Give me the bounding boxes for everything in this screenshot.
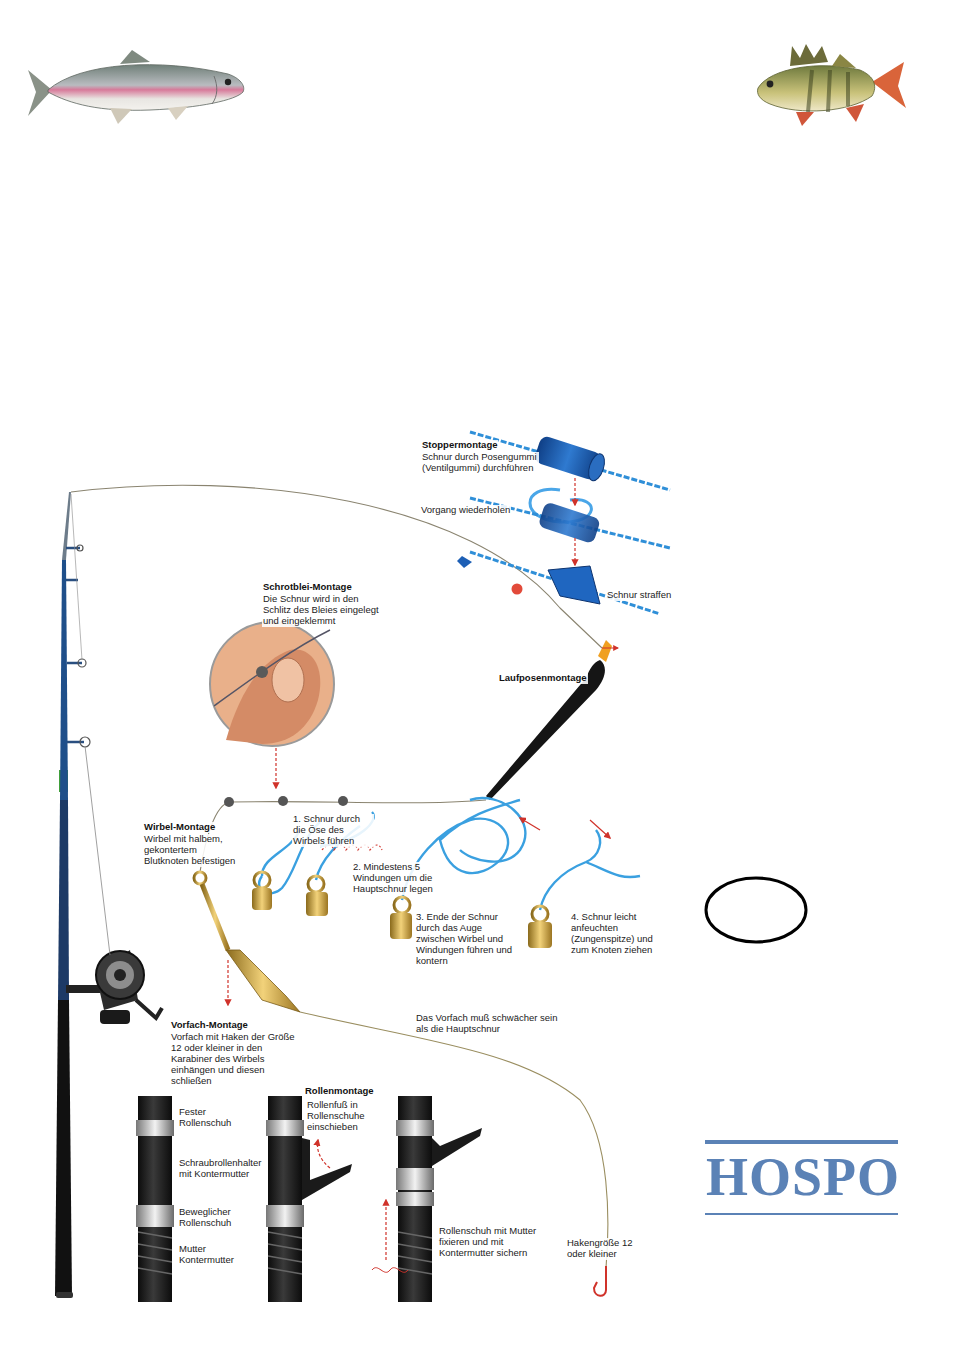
note: Die Schnur wird in den Schlitz des Bleie…	[262, 594, 386, 627]
heading: Schrotblei-Montage	[262, 582, 353, 593]
part-label: Mutter Kontermutter	[178, 1244, 240, 1266]
part-label: Fester Rollenschuh	[178, 1107, 250, 1129]
step-label: 2. Mindestens 5 Windungen um die Hauptsc…	[352, 862, 436, 895]
logo-text: HOSPO	[705, 1150, 901, 1204]
empty-ellipse	[706, 878, 806, 942]
heading: Wirbel-Montage	[143, 822, 216, 833]
part-label: Beweglicher Rollenschuh	[178, 1207, 250, 1229]
leader-line	[300, 1012, 608, 1268]
note: Das Vorfach muß schwächer sein als die H…	[415, 1013, 567, 1035]
step-label: 1. Schnur durch die Öse des Wirbels führ…	[292, 814, 374, 847]
split-shot-magnifier	[210, 622, 334, 788]
note: Vorfach mit Haken der Größe 12 oder klei…	[170, 1032, 306, 1087]
trout	[28, 50, 244, 124]
step-label: 4. Schnur leicht anfeuchten (Zungenspitz…	[570, 912, 662, 956]
note: Wirbel mit halbem, gekontertem Blutknote…	[143, 834, 241, 867]
heading: Laufposenmontage	[498, 673, 588, 684]
heading: Vorfach-Montage	[170, 1020, 249, 1031]
reel-seats	[136, 1096, 482, 1302]
note: Rollenschuh mit Mutter fixieren und mit …	[438, 1226, 556, 1259]
part-label: Schraubrollenhalter mit Kontermutter	[178, 1158, 258, 1180]
note: Vorgang wiederholen	[420, 505, 511, 516]
perch	[758, 44, 907, 126]
note: Rollenfuß in Rollenschuhe einschieben	[306, 1100, 384, 1133]
hook	[594, 1266, 606, 1296]
float	[486, 640, 618, 800]
snap-swivel	[194, 872, 300, 1012]
heading: Stoppermontage	[421, 440, 498, 451]
step-label: 3. Ende der Schnur durch das Auge zwisch…	[415, 912, 523, 967]
part-label: Hakengröße 12 oder kleiner	[566, 1238, 638, 1260]
logo-bar	[705, 1140, 898, 1144]
note: Schnur durch Posengummi (Ventilgummi) du…	[421, 452, 539, 474]
note: Schnur straffen	[606, 590, 672, 601]
logo-bar	[705, 1213, 898, 1215]
heading: Rollenmontage	[304, 1086, 375, 1097]
